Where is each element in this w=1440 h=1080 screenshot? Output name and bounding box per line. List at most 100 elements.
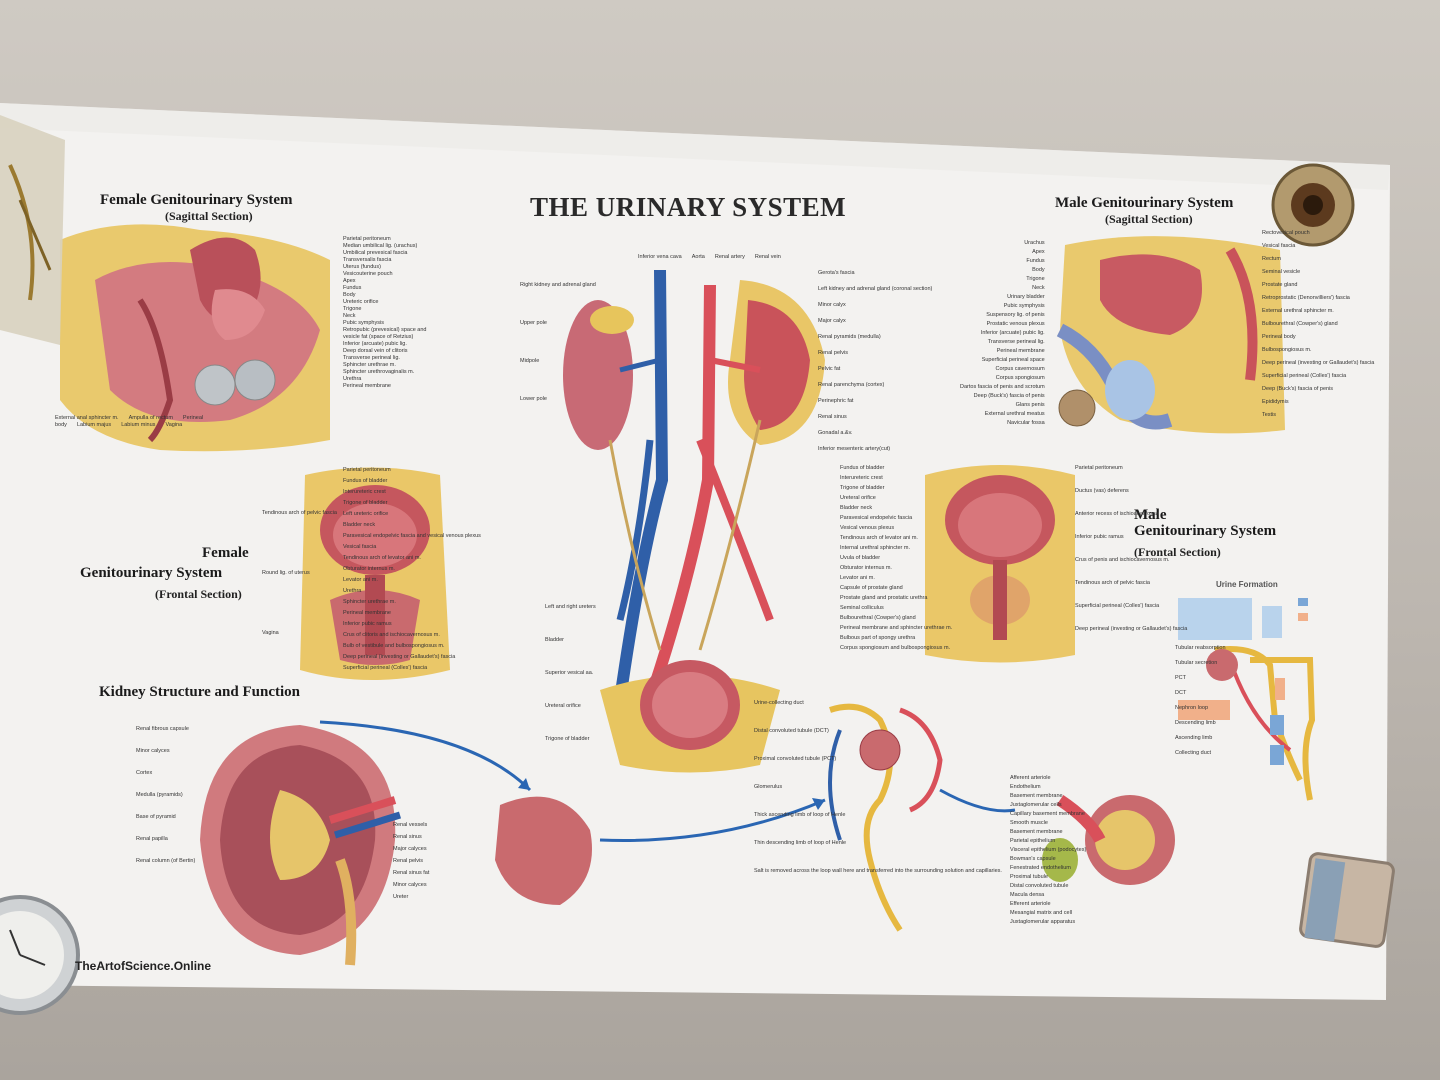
label-item: Inferior pubic ramus xyxy=(1075,534,1124,540)
label-item: Renal sinus xyxy=(818,414,847,420)
label-item: Bladder neck xyxy=(343,522,376,528)
label-item: Pubic symphysis xyxy=(343,320,384,326)
label-item: Urethra xyxy=(343,376,362,382)
label-item: Obturator internus m. xyxy=(343,566,395,572)
label-item: External anal sphincter m. xyxy=(55,415,119,421)
label-item: Deep (Buck's) fascia of penis xyxy=(973,393,1045,399)
male-frontal-subtitle: (Frontal Section) xyxy=(1134,545,1221,559)
label-item: Neck xyxy=(343,313,356,319)
label-item: Juxtaglomerular cells xyxy=(1010,802,1062,808)
poster-shading xyxy=(0,103,1390,190)
label-item: Perineal membrane xyxy=(996,348,1045,354)
label-item: Renal pelvis xyxy=(818,350,848,356)
label-item: Prostate gland and prostatic urethra xyxy=(840,595,928,601)
label-item: Seminal vesicle xyxy=(1262,269,1301,275)
label-item: Prostate gland xyxy=(1262,282,1298,288)
label-item: Inferior pubic ramus xyxy=(343,621,392,627)
label-item: Ureteric orifice xyxy=(343,299,379,305)
label-item: Major calyx xyxy=(818,318,846,324)
female-frontal-title-2: Genitourinary System xyxy=(80,565,223,581)
label-item: Bulbourethral (Cowper's) gland xyxy=(840,615,916,621)
male-frontal-illustration xyxy=(925,465,1075,663)
label-item: Renal column (of Bertin) xyxy=(136,858,196,864)
label-item: PCT xyxy=(1175,675,1186,681)
male-frontal-title-2: Genitourinary System xyxy=(1134,523,1277,539)
label-item: Crus of penis and ischiocavernosus m. xyxy=(1075,557,1170,563)
label-item: Tendinous arch of pelvic fascia xyxy=(262,510,337,516)
label-item: Neck xyxy=(1032,285,1045,291)
label-item: Renal pelvis xyxy=(393,858,423,864)
label-item: Bulbous part of spongy urethra xyxy=(840,635,916,641)
label-item: Umbilical prevesical fascia xyxy=(343,250,408,256)
label-item: Inferior mesenteric artery(cut) xyxy=(818,446,891,452)
label-item: Sphincter urethrae m. xyxy=(343,362,396,368)
glomerulus-illustration xyxy=(1042,795,1175,885)
label-item: Round lig. of uterus xyxy=(262,570,310,576)
label-item: Rectum xyxy=(1262,256,1281,262)
label-item: Pelvic fat xyxy=(818,366,841,372)
female-frontal-illustration xyxy=(300,467,450,680)
label-item: Deep perineal (investing or Gallaudet's)… xyxy=(343,654,456,660)
label-item: Ascending limb xyxy=(1175,735,1213,741)
label-item: Tendinous arch of pelvic fascia xyxy=(1075,580,1150,586)
coins-on-poster xyxy=(1271,163,1355,247)
label-item: Vagina xyxy=(262,630,279,636)
label-item: Mesangial matrix and cell xyxy=(1010,910,1073,916)
label-item: Body xyxy=(343,292,356,298)
label-item: Tubular reabsorption xyxy=(1175,645,1226,651)
label-item: Bowman's capsule xyxy=(1010,856,1056,862)
label-item: Capillary basement membrane xyxy=(1010,811,1085,817)
label-item: Left kidney and adrenal gland (coronal s… xyxy=(818,286,933,292)
urine-formation-title: Urine Formation xyxy=(1216,580,1278,589)
label-item: Levator ani m. xyxy=(343,577,378,583)
label-item: vesicle fat (space of Retzius) xyxy=(343,334,414,340)
label-item: Apex xyxy=(343,278,356,284)
label-item: Perineal membrane and sphincter urethrae… xyxy=(840,625,953,631)
label-item: Medulla (pyramids) xyxy=(136,792,183,798)
label-item: Ductus (vas) deferens xyxy=(1075,488,1129,494)
label-item: Smooth muscle xyxy=(1010,820,1048,826)
label-item: Anterior recess of ischioanal fossa xyxy=(1075,511,1159,517)
label-item: Renal vein xyxy=(754,254,781,260)
male-sagittal-illustration xyxy=(1056,236,1285,434)
label-item: Proximal convoluted tubule (PCT) xyxy=(754,756,837,762)
label-item: Crus of clitoris and ischiocavernosus m. xyxy=(343,632,440,638)
label-item: Renal pyramids (medulla) xyxy=(818,334,881,340)
brand-credit: TheArtofScience.Online xyxy=(75,959,212,973)
label-item: Corpus cavernosum xyxy=(995,366,1045,372)
label-item: Urinary bladder xyxy=(1007,294,1045,300)
label-item: Superficial perineal (Colles') fascia xyxy=(1075,603,1160,609)
label-item: Renal sinus xyxy=(393,834,422,840)
metal-tin xyxy=(1299,852,1395,948)
arrow-pyramid-to-nephron xyxy=(599,798,826,842)
label-item: Renal papilla xyxy=(136,836,168,842)
female-frontal-title-1: Female xyxy=(202,545,249,561)
label-item: Proximal tubule xyxy=(1010,874,1048,880)
label-item: Internal urethral sphincter m. xyxy=(840,545,911,551)
label-item: Perineal membrane xyxy=(343,610,391,616)
label-item: DCT xyxy=(1175,690,1187,696)
label-item: Glans penis xyxy=(1015,402,1045,408)
label-item: Lower pole xyxy=(520,396,547,402)
label-item: Paravesical endopelvic fascia xyxy=(840,515,913,521)
label-item: Ampulla of rectum xyxy=(128,415,173,421)
label-item: Bulb of vestibule and bulbospongiosus m. xyxy=(343,643,445,649)
arrow-kidney-to-pyramid xyxy=(319,720,532,792)
male-frontal-title-1: Male xyxy=(1134,507,1167,523)
label-item: Testis xyxy=(1262,412,1277,418)
label-item: Urine-collecting duct xyxy=(754,700,804,706)
label-item: External urethral meatus xyxy=(984,411,1045,417)
label-item: Parietal epithelium xyxy=(1010,838,1056,844)
label-item: Descending limb xyxy=(1175,720,1216,726)
label-item: Minor calyces xyxy=(136,748,170,754)
female-sagittal-illustration xyxy=(60,224,330,452)
